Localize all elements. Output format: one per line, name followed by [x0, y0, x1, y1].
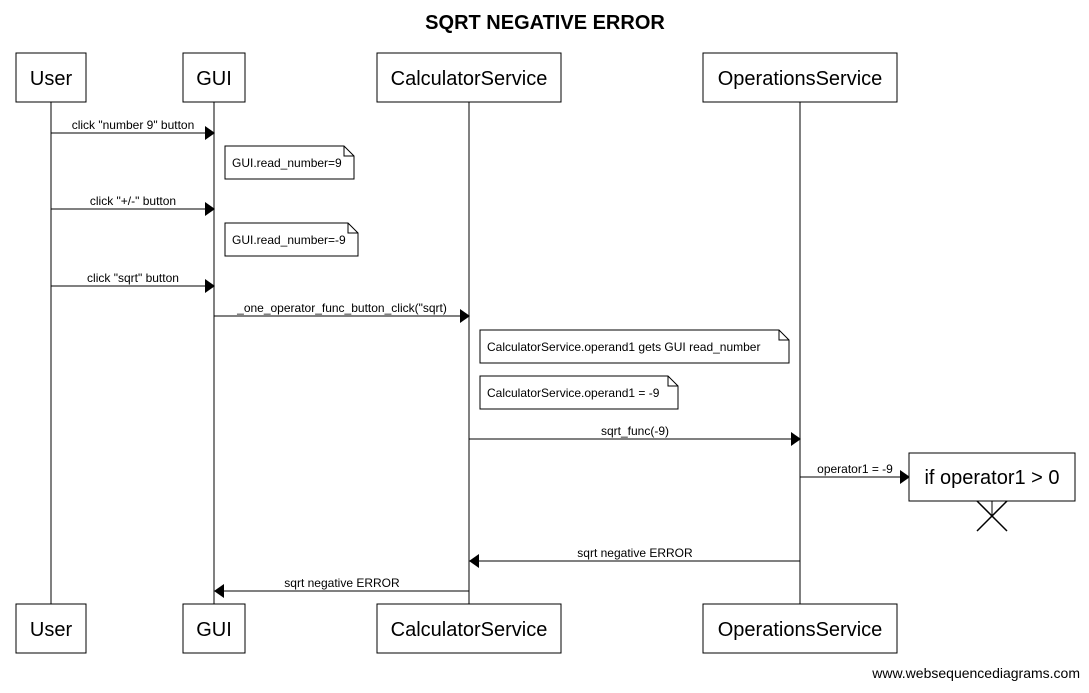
- message-label: sqrt negative ERROR: [577, 546, 693, 560]
- note-text: GUI.read_number=-9: [232, 233, 346, 247]
- arrowhead-icon: [900, 470, 910, 484]
- note-text: GUI.read_number=9: [232, 156, 342, 170]
- created-participant: if operator1 > 0: [908, 452, 1076, 532]
- arrowhead-icon: [791, 432, 801, 446]
- message-operator1-create: operator1 = -9: [800, 462, 910, 484]
- participant-user-label: User: [30, 619, 73, 641]
- arrowhead-icon: [205, 126, 215, 140]
- message-click-plus-minus: click "+/-" button: [51, 194, 215, 216]
- participant-calculator-service-top: CalculatorService: [376, 52, 562, 103]
- arrowhead-icon: [460, 309, 470, 323]
- message-label: _one_operator_func_button_click("sqrt): [236, 301, 447, 315]
- note-text: CalculatorService.operand1 gets GUI read…: [487, 340, 760, 354]
- arrowhead-icon: [469, 554, 479, 568]
- participant-user-label: User: [30, 68, 73, 90]
- message-label: sqrt_func(-9): [601, 424, 669, 438]
- participant-calculator-service-label: CalculatorService: [391, 68, 548, 90]
- participant-calculator-service-bottom: CalculatorService: [376, 603, 562, 654]
- participant-gui-bottom: GUI: [182, 603, 246, 654]
- participant-calculator-service-label: CalculatorService: [391, 619, 548, 641]
- note-read-number-neg-9: GUI.read_number=-9: [224, 222, 359, 257]
- participant-gui-label: GUI: [196, 68, 232, 90]
- participant-operations-service-label: OperationsService: [718, 619, 883, 641]
- arrowhead-icon: [205, 279, 215, 293]
- participant-gui-label: GUI: [196, 619, 232, 641]
- message-label: click "number 9" button: [72, 118, 195, 132]
- message-click-sqrt: click "sqrt" button: [51, 271, 215, 293]
- note-read-number-9: GUI.read_number=9: [224, 145, 355, 180]
- note-operand1-gets-read-number: CalculatorService.operand1 gets GUI read…: [479, 329, 790, 364]
- message-sqrt-negative-error-2: sqrt negative ERROR: [214, 576, 469, 598]
- arrowhead-icon: [214, 584, 224, 598]
- message-label: click "+/-" button: [90, 194, 176, 208]
- participant-user-bottom: User: [15, 603, 87, 654]
- message-label: click "sqrt" button: [87, 271, 179, 285]
- message-one-operator-func: _one_operator_func_button_click("sqrt): [214, 301, 470, 323]
- participant-gui-top: GUI: [182, 52, 246, 103]
- participant-operations-service-label: OperationsService: [718, 68, 883, 90]
- participant-operations-service-bottom: OperationsService: [702, 603, 898, 654]
- message-sqrt-negative-error-1: sqrt negative ERROR: [469, 546, 800, 568]
- participant-user-top: User: [15, 52, 87, 103]
- participant-operations-service-top: OperationsService: [702, 52, 898, 103]
- watermark-link[interactable]: www.websequencediagrams.com: [871, 665, 1080, 681]
- message-label: sqrt negative ERROR: [284, 576, 400, 590]
- destroy-cross-icon: [976, 500, 1008, 532]
- note-operand1-neg-9: CalculatorService.operand1 = -9: [479, 375, 679, 410]
- message-label: operator1 = -9: [817, 462, 893, 476]
- created-participant-label: if operator1 > 0: [924, 467, 1059, 489]
- arrowhead-icon: [205, 202, 215, 216]
- message-click-number-9: click "number 9" button: [51, 118, 215, 140]
- message-sqrt-func: sqrt_func(-9): [469, 424, 801, 446]
- note-text: CalculatorService.operand1 = -9: [487, 386, 660, 400]
- diagram-title: SQRT NEGATIVE ERROR: [425, 12, 665, 34]
